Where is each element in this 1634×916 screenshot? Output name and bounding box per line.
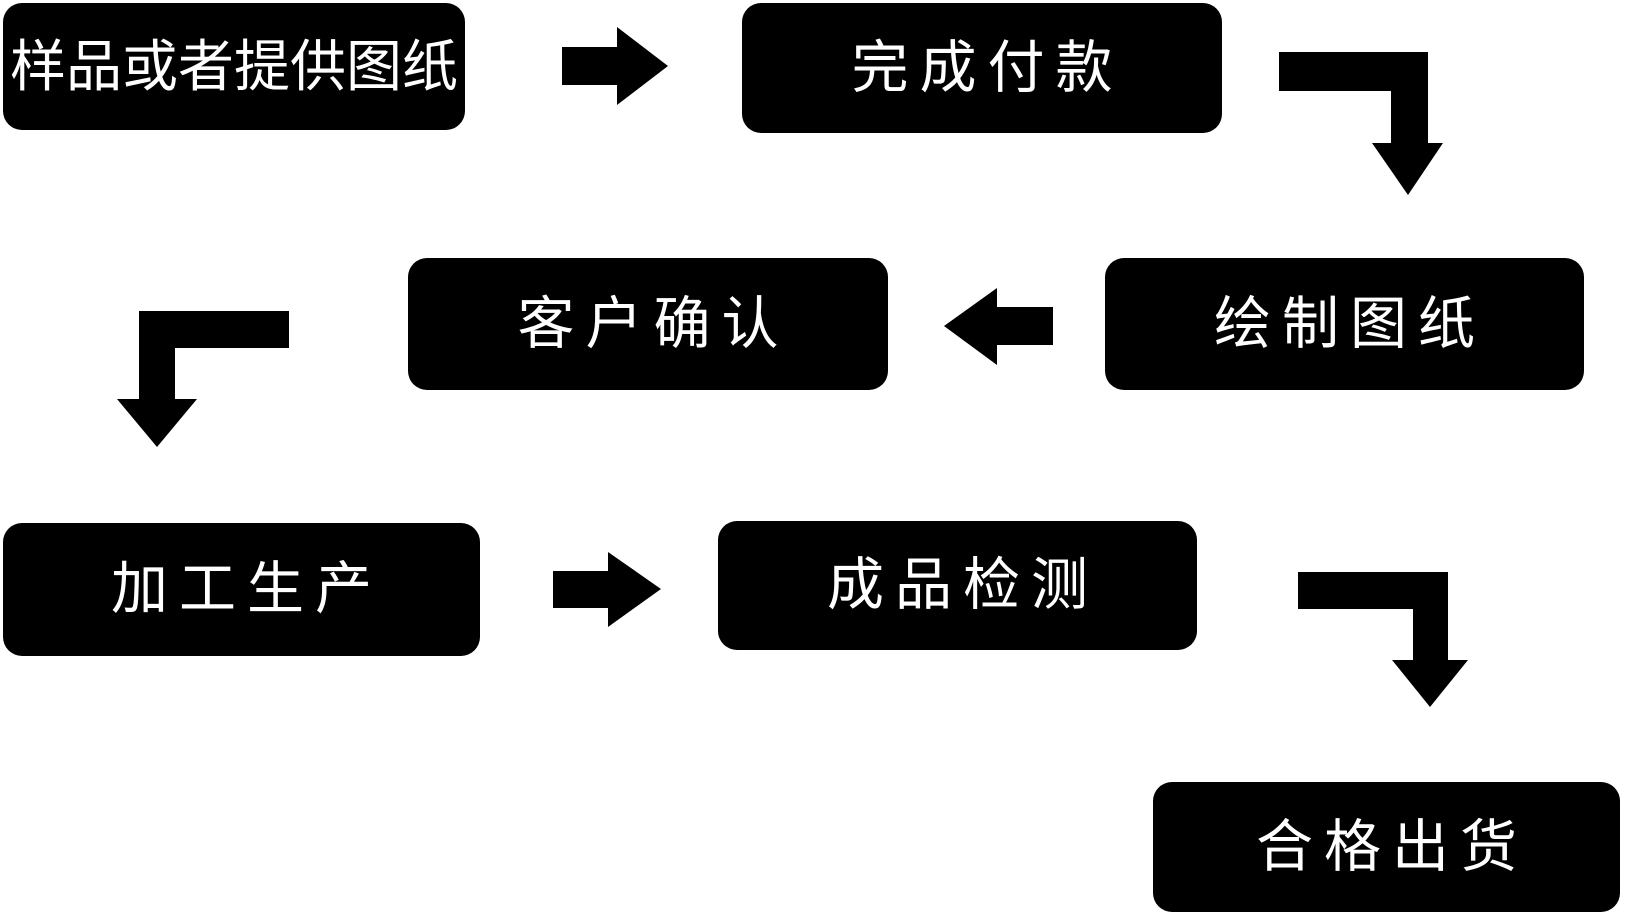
flow-node-label: 绘制图纸 — [1214, 291, 1486, 356]
flow-node-label: 客户确认 — [517, 291, 790, 356]
arrow-step6-to-step7-icon — [1298, 572, 1468, 707]
arrow-step1-to-step2-icon — [562, 27, 668, 105]
arrow-step2-to-step3-icon — [1279, 52, 1443, 195]
flow-node-sample-or-drawings: 样品或者提供图纸 — [3, 3, 465, 130]
flow-node-finished-product-inspection: 成品检测 — [718, 521, 1197, 650]
flow-node-draw-drawings: 绘制图纸 — [1105, 258, 1584, 390]
arrow-step4-to-step5-icon — [117, 311, 289, 447]
flow-node-processing-production: 加工生产 — [3, 523, 480, 656]
flow-node-customer-confirmation: 客户确认 — [408, 258, 888, 390]
flow-node-label: 样品或者提供图纸 — [10, 34, 458, 98]
arrow-step5-to-step6-icon — [553, 552, 661, 627]
flow-node-label: 成品检测 — [827, 553, 1099, 617]
flow-node-label: 加工生产 — [111, 557, 383, 621]
arrow-step3-to-step4-icon — [944, 288, 1053, 365]
flow-node-label: 完成付款 — [851, 35, 1124, 100]
flow-node-complete-payment: 完成付款 — [742, 3, 1222, 133]
flow-node-qualified-shipment: 合格出货 — [1153, 782, 1620, 912]
flow-node-label: 合格出货 — [1256, 814, 1528, 879]
